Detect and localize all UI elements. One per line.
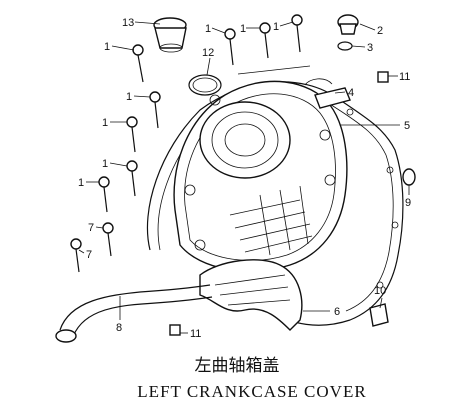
callout-1: 1 bbox=[104, 41, 110, 53]
callout-2: 2 bbox=[377, 25, 383, 37]
oil-seal bbox=[402, 168, 416, 186]
callout-4: 4 bbox=[348, 87, 354, 99]
callout-12: 12 bbox=[202, 47, 214, 59]
callout-11: 11 bbox=[399, 71, 410, 83]
callout-3: 3 bbox=[367, 42, 373, 54]
sprocket-guard bbox=[199, 259, 303, 331]
callout-1: 1 bbox=[240, 23, 246, 35]
callout-7: 7 bbox=[86, 249, 92, 261]
gasket-holes bbox=[346, 108, 399, 289]
callout-8: 8 bbox=[116, 322, 122, 334]
bolts bbox=[70, 14, 303, 273]
callout-10: 10 bbox=[374, 285, 386, 297]
callout-1: 1 bbox=[78, 177, 84, 189]
plug bbox=[153, 17, 187, 53]
title-chinese: 左曲轴箱盖 bbox=[195, 356, 280, 376]
callout-5: 5 bbox=[404, 120, 410, 132]
leader-lines bbox=[78, 21, 410, 334]
sight-plug bbox=[337, 14, 359, 35]
callout-1: 1 bbox=[102, 117, 108, 129]
callout-1: 1 bbox=[102, 158, 108, 170]
callout-13: 13 bbox=[122, 17, 134, 29]
title-english: LEFT CRANKCASE COVER bbox=[137, 382, 366, 401]
dowel-pin-top bbox=[377, 71, 389, 83]
callout-1: 1 bbox=[205, 23, 211, 35]
callout-1: 1 bbox=[273, 21, 279, 33]
o-ring bbox=[188, 74, 222, 96]
crankcase-cover bbox=[173, 78, 351, 272]
clip bbox=[369, 303, 389, 327]
gasket-outline bbox=[146, 81, 404, 326]
washer bbox=[337, 41, 353, 51]
callout-7: 7 bbox=[88, 222, 94, 234]
dowel-pin-bottom bbox=[169, 324, 181, 336]
hose bbox=[55, 284, 213, 343]
callout-labels: 13 1 1 1 2 3 12 1 11 4 1 1 5 1 9 1 7 7 1… bbox=[78, 17, 411, 340]
callout-11: 11 bbox=[190, 328, 201, 340]
callout-1: 1 bbox=[126, 91, 132, 103]
callout-6: 6 bbox=[334, 306, 340, 318]
callout-9: 9 bbox=[405, 197, 411, 209]
